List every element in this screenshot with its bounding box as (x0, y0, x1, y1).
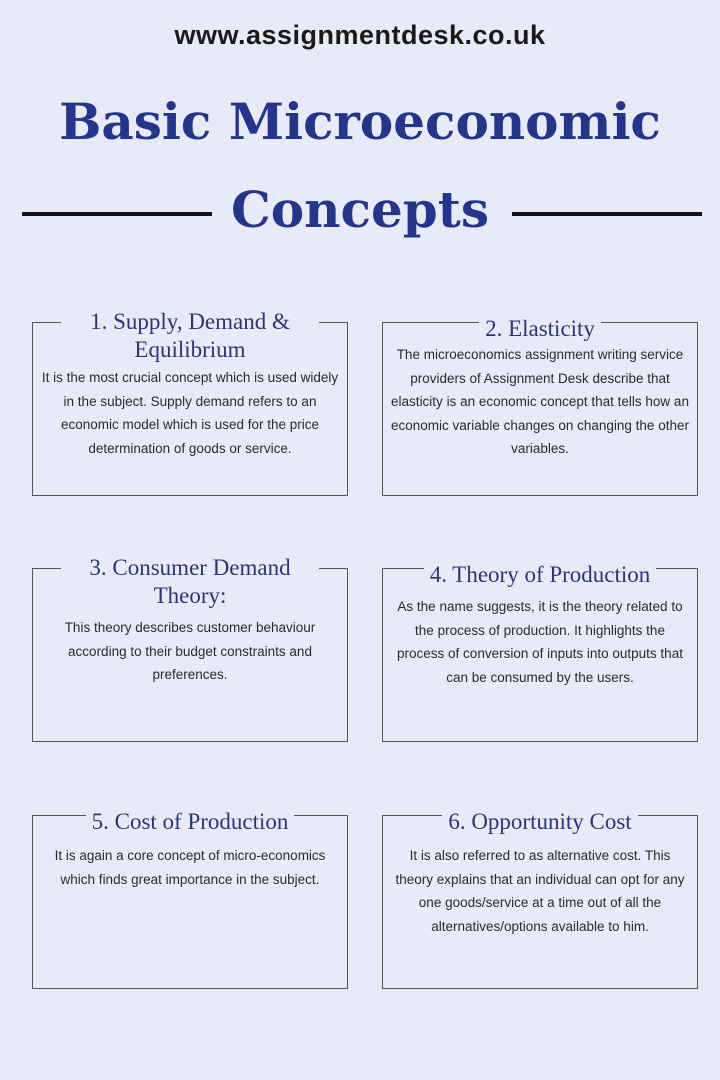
page-title-line2: Concepts (231, 180, 489, 239)
concept-card-opportunity-cost: 6. Opportunity Cost It is also referred … (382, 808, 698, 989)
concept-text: It is also referred to as alternative co… (395, 848, 685, 934)
concept-title: 1. Supply, Demand & Equilibrium (61, 308, 319, 364)
concept-text: The microeconomics assignment writing se… (391, 347, 689, 456)
concept-title: 4. Theory of Production (423, 561, 657, 589)
concept-title: 6. Opportunity Cost (442, 808, 638, 836)
concept-card-consumer-demand: 3. Consumer Demand Theory: This theory d… (32, 554, 348, 742)
title-divider-left (22, 212, 212, 216)
concept-card-elasticity: 2. Elasticity The microeconomics assignm… (382, 315, 698, 496)
concept-card-theory-production: 4. Theory of Production As the name sugg… (382, 561, 698, 742)
concept-text: It is the most crucial concept which is … (41, 370, 339, 456)
concept-title: 3. Consumer Demand Theory: (61, 554, 319, 610)
concept-text: It is again a core concept of micro-econ… (54, 848, 326, 887)
website-url: www.assignmentdesk.co.uk (174, 20, 546, 50)
page-title-line1: Basic Microeconomic (59, 92, 661, 151)
concept-title: 5. Cost of Production (85, 808, 295, 836)
concept-title: 2. Elasticity (479, 315, 601, 343)
concept-card-cost-production: 5. Cost of Production It is again a core… (32, 808, 348, 989)
concept-text: This theory describes customer behaviour… (64, 620, 316, 682)
title-divider-right (512, 212, 702, 216)
concept-card-supply-demand: 1. Supply, Demand & Equilibrium It is th… (32, 308, 348, 496)
concept-text: As the name suggests, it is the theory r… (397, 599, 683, 685)
